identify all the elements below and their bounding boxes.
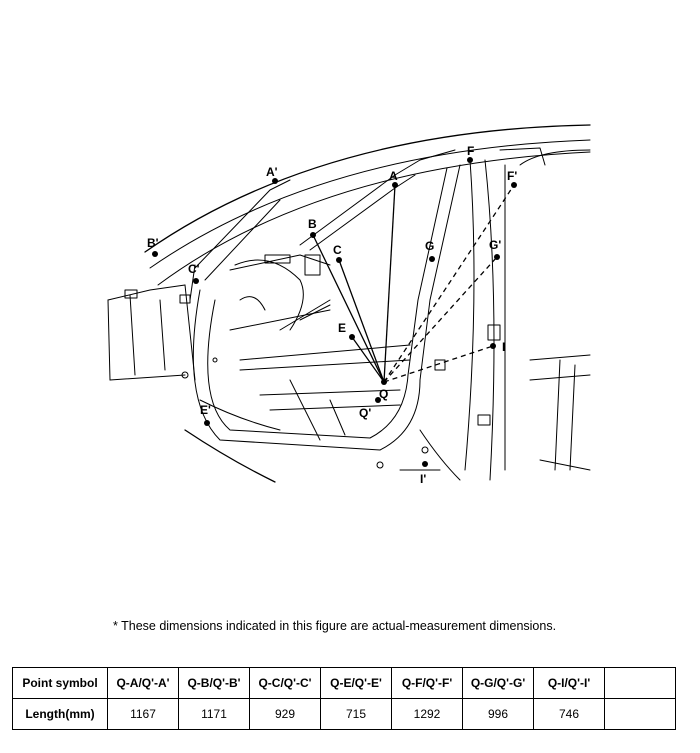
line-q-f xyxy=(383,184,515,383)
row-label-cell: Length(mm) xyxy=(12,698,108,730)
value-cell: 1292 xyxy=(391,698,463,730)
point-b xyxy=(310,232,316,238)
point-f xyxy=(467,157,473,163)
header-cell: Q-C/Q'-C' xyxy=(249,667,321,699)
point-g xyxy=(429,256,435,262)
point-e-prime xyxy=(204,420,210,426)
line-q-g xyxy=(383,256,498,383)
label-a: A xyxy=(389,169,398,183)
header-cell: Q-A/Q'-A' xyxy=(107,667,179,699)
label-f-prime: F' xyxy=(507,169,517,183)
value-cell: 929 xyxy=(249,698,321,730)
body-outline xyxy=(107,124,591,483)
car-body-side-diagram: A A' B B' C C' E E' F F' G G' I I' Q Q' xyxy=(107,124,591,486)
header-cell: Q-E/Q'-E' xyxy=(320,667,392,699)
point-c-prime xyxy=(193,278,199,284)
value-cell: 1171 xyxy=(178,698,250,730)
line-q-c xyxy=(338,259,385,383)
label-c: C xyxy=(333,243,342,257)
point-a-prime xyxy=(272,178,278,184)
line-q-a xyxy=(383,184,396,383)
label-e: E xyxy=(338,321,346,335)
label-g: G xyxy=(425,239,434,253)
value-cell: 746 xyxy=(533,698,605,730)
point-q-prime xyxy=(375,397,381,403)
point-e xyxy=(349,334,355,340)
label-e-prime: E' xyxy=(200,403,211,417)
header-cell: Q-I/Q'-I' xyxy=(533,667,605,699)
header-cell: Q-B/Q'-B' xyxy=(178,667,250,699)
point-i xyxy=(490,343,496,349)
point-i-prime xyxy=(422,461,428,467)
label-f: F xyxy=(467,144,474,158)
measurement-note: * These dimensions indicated in this fig… xyxy=(113,619,557,633)
value-cell: 715 xyxy=(320,698,392,730)
header-cell: Point symbol xyxy=(12,667,108,699)
measurement-lines xyxy=(312,184,515,383)
point-labels: A A' B B' C C' E E' F F' G G' I I' Q Q' xyxy=(147,144,517,486)
value-cell-empty xyxy=(604,698,676,730)
label-c-prime: C' xyxy=(188,262,200,276)
point-c xyxy=(336,257,342,263)
point-dots xyxy=(152,157,517,467)
header-cell: Q-F/Q'-F' xyxy=(391,667,463,699)
value-cell: 1167 xyxy=(107,698,179,730)
point-g-prime xyxy=(494,254,500,260)
label-b-prime: B' xyxy=(147,236,159,250)
line-q-b xyxy=(312,234,385,383)
value-cell: 996 xyxy=(462,698,534,730)
point-b-prime xyxy=(152,251,158,257)
point-f-prime xyxy=(511,182,517,188)
label-b: B xyxy=(308,217,317,231)
header-cell: Q-G/Q'-G' xyxy=(462,667,534,699)
label-q-prime: Q' xyxy=(359,406,371,420)
label-q: Q xyxy=(379,387,388,401)
label-i-prime: I' xyxy=(420,472,426,486)
line-q-e xyxy=(351,336,385,383)
table-header-row: Point symbol Q-A/Q'-A' Q-B/Q'-B' Q-C/Q'-… xyxy=(12,667,676,699)
label-g-prime: G' xyxy=(489,238,501,252)
point-q xyxy=(381,379,387,385)
dimensions-table: Point symbol Q-A/Q'-A' Q-B/Q'-B' Q-C/Q'-… xyxy=(12,667,676,730)
table-row: Length(mm) 1167 1171 929 715 1292 996 74… xyxy=(12,698,676,730)
point-a xyxy=(392,182,398,188)
line-q-i xyxy=(383,345,494,383)
label-i: I xyxy=(502,340,505,354)
label-a-prime: A' xyxy=(266,165,278,179)
header-cell-empty xyxy=(604,667,676,699)
